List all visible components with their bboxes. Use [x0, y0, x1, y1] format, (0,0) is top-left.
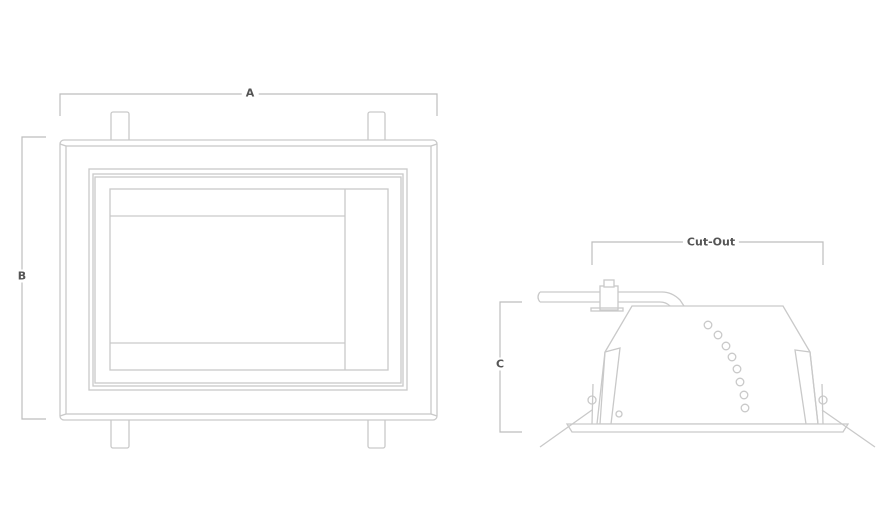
spring-clip-left [539, 383, 594, 448]
mounting-tab-top-left [110, 111, 130, 143]
lens-panel [109, 188, 389, 371]
housing [596, 305, 819, 425]
outer-trim [59, 139, 438, 421]
bottom-flange [565, 423, 850, 433]
dimension-c-label: C [491, 357, 509, 371]
dimension-b-label: B [13, 269, 31, 283]
aperture-inner [94, 176, 402, 384]
mounting-tab-top-right [367, 111, 386, 143]
vent-hole [713, 330, 723, 340]
vent-hole [703, 320, 713, 330]
cut-out-label: Cut-Out [682, 235, 740, 249]
right-bracket [794, 349, 819, 425]
clamp-cap [603, 279, 615, 288]
trim-bevel [65, 145, 432, 415]
vent-hole [615, 410, 623, 418]
vent-hole [740, 403, 750, 413]
clamp-plate [590, 307, 624, 312]
mounting-tab-bottom-left [110, 417, 130, 449]
side-view [499, 241, 876, 448]
left-bracket [599, 347, 621, 425]
conduit-pipe [537, 291, 685, 307]
vent-hole [732, 364, 742, 374]
lens-divisions [110, 189, 346, 370]
dimension-a-label: A [241, 86, 259, 100]
junction-clamp [599, 285, 619, 311]
vent-hole [727, 352, 737, 362]
vent-hole [739, 390, 749, 400]
aperture-outer [88, 168, 408, 391]
vent-hole [735, 377, 745, 387]
vent-holes [615, 320, 750, 418]
front-view [21, 93, 438, 449]
spring-clip-right [821, 383, 876, 448]
mounting-tab-bottom-right [367, 417, 386, 449]
vent-hole [721, 341, 731, 351]
aperture-mid [92, 173, 404, 387]
